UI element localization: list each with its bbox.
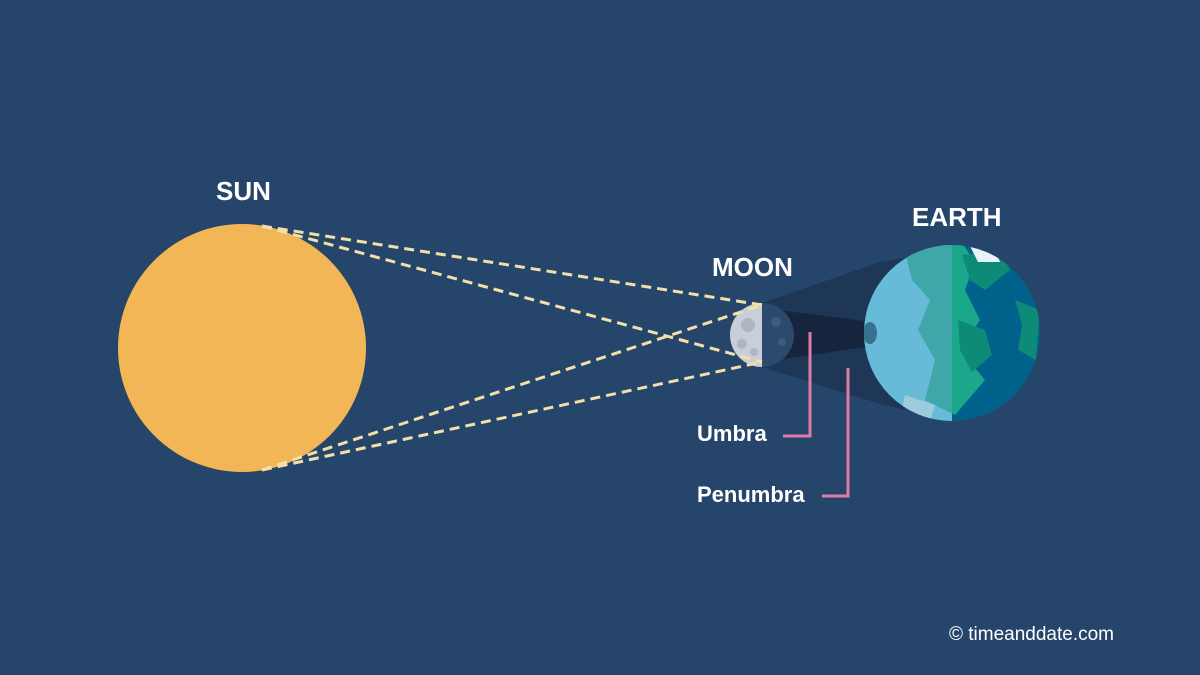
sun-icon xyxy=(118,224,366,472)
copyright-credit: © timeanddate.com xyxy=(948,624,1114,645)
sun-rays xyxy=(261,224,763,472)
earth-icon xyxy=(864,245,1040,421)
penumbra-leader-line xyxy=(822,368,850,498)
moon-label: MOON xyxy=(712,252,793,282)
penumbra-label: Penumbra xyxy=(697,482,805,507)
sun-label: SUN xyxy=(216,176,271,206)
umbra-leader-line xyxy=(783,332,812,438)
earth-label: EARTH xyxy=(912,202,1002,232)
umbra-label: Umbra xyxy=(697,421,767,446)
